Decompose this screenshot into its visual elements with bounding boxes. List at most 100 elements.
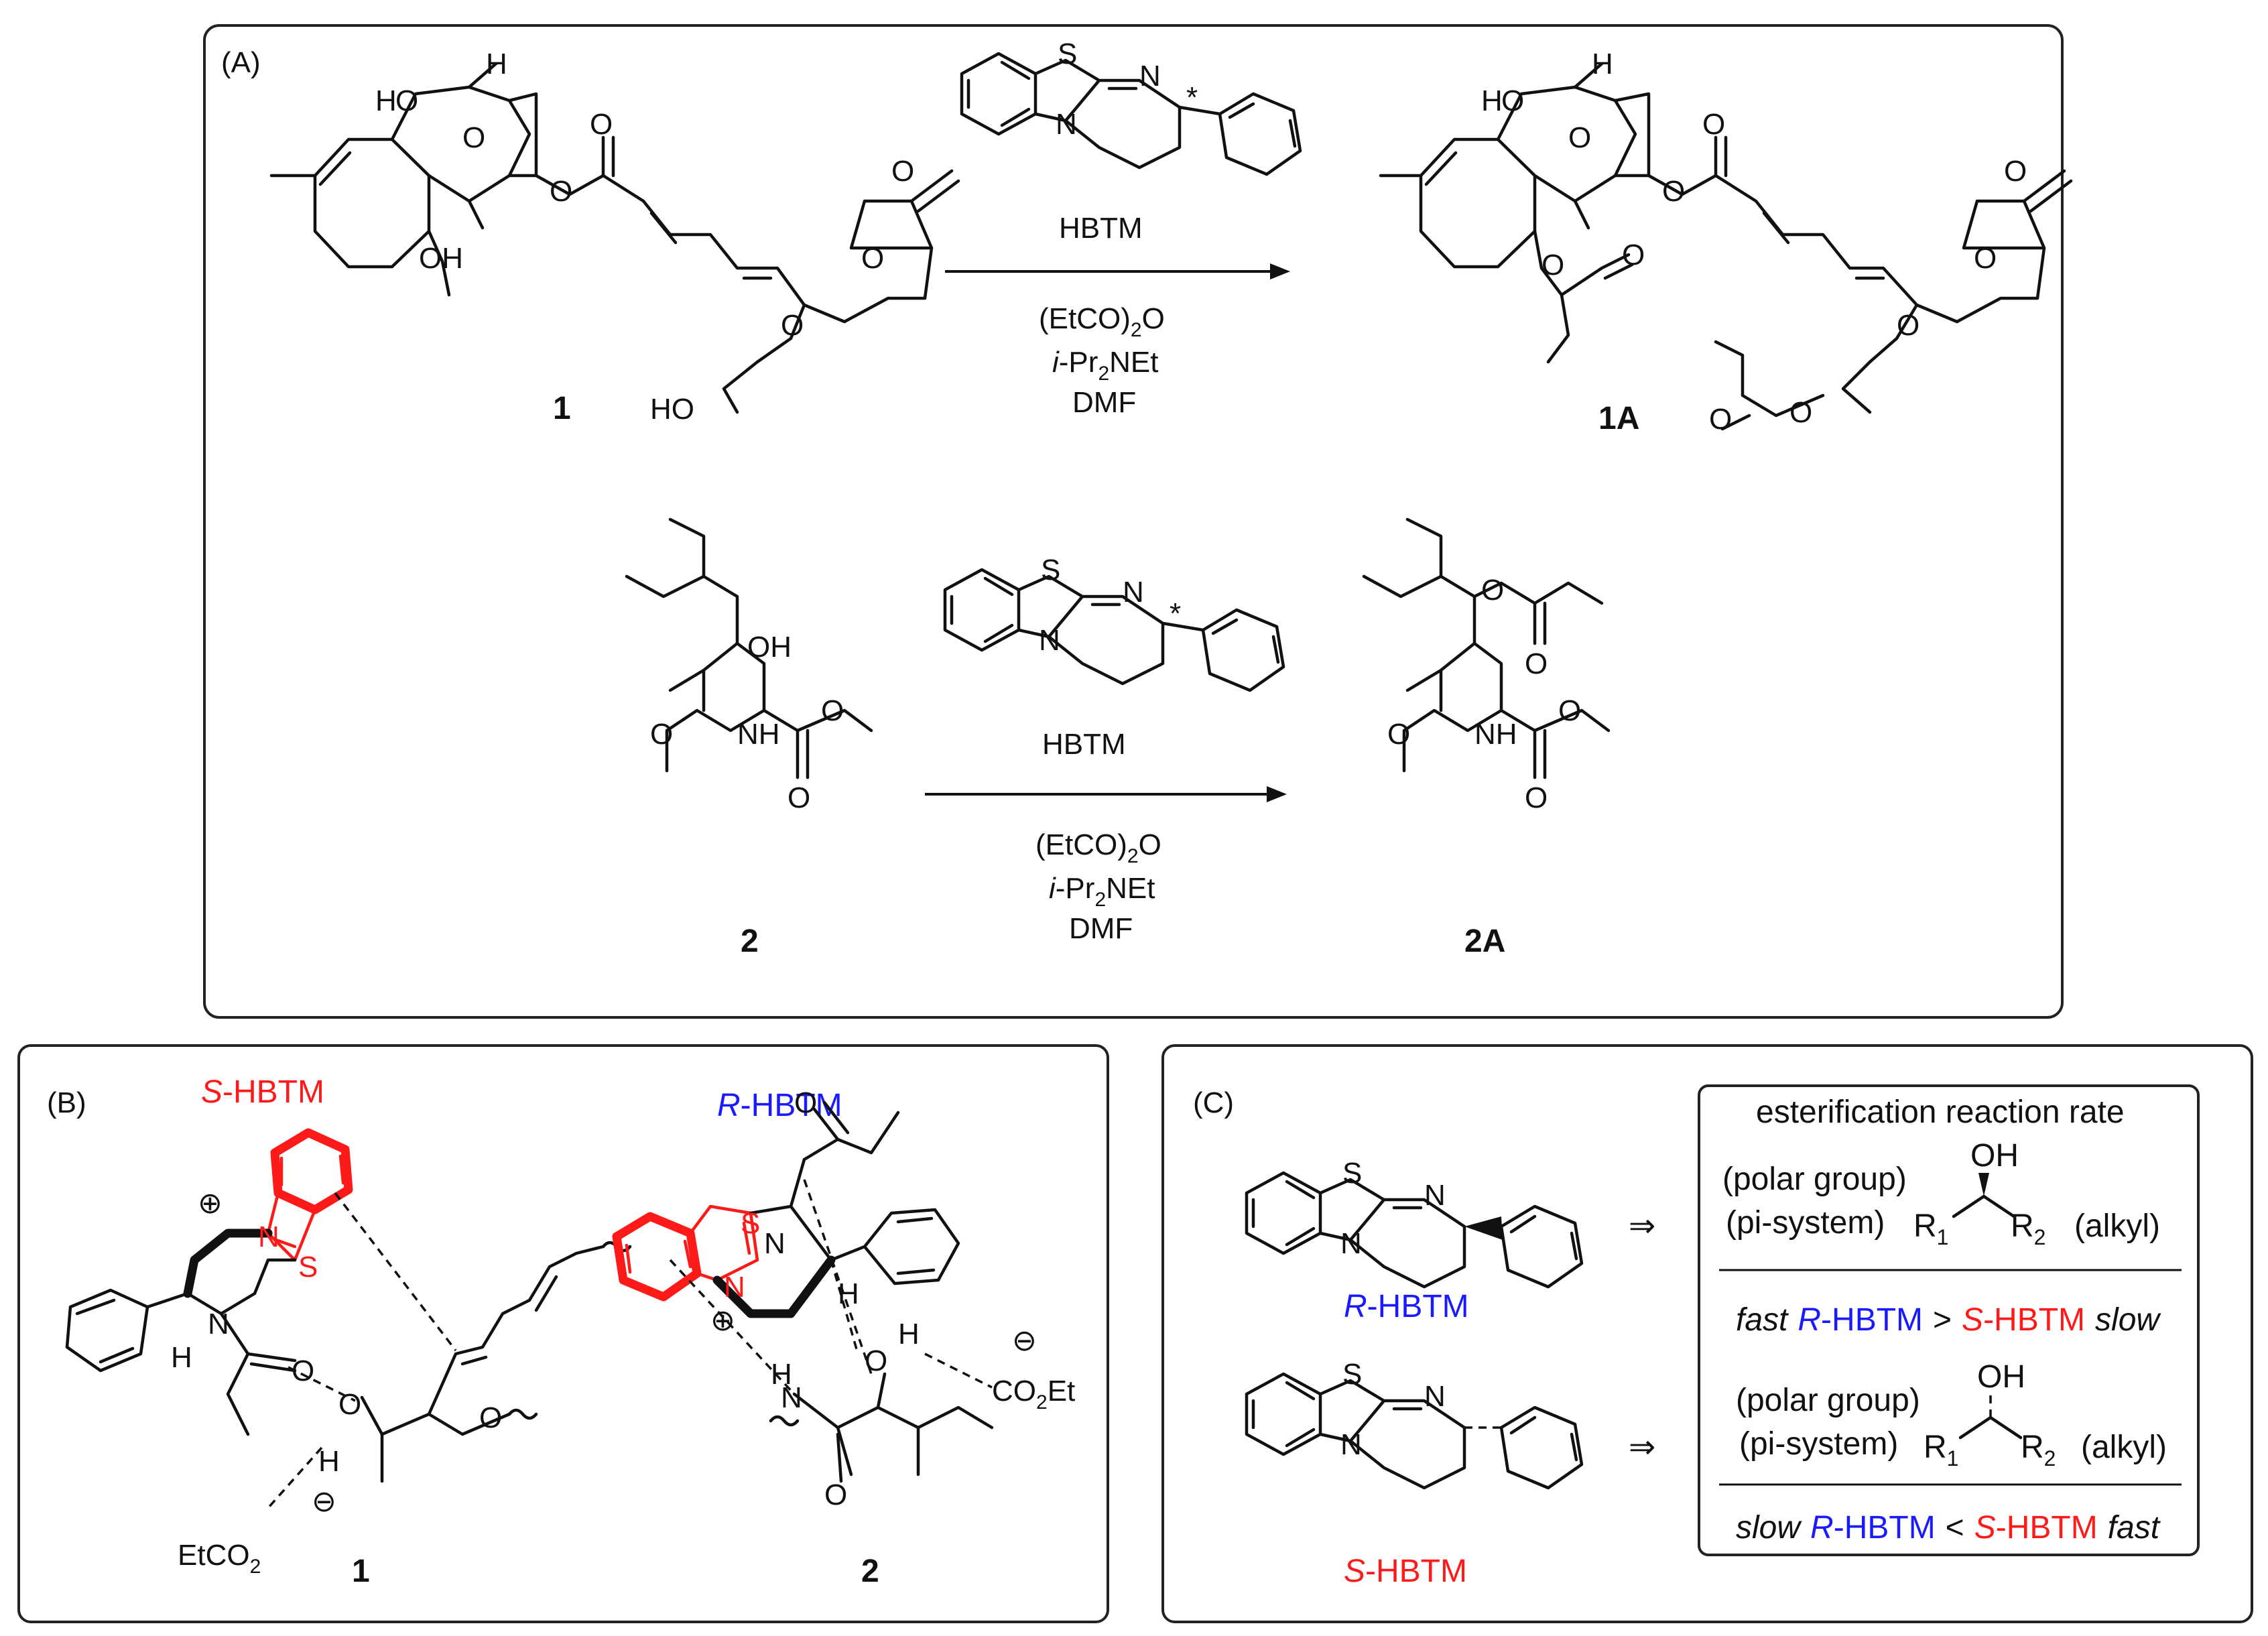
- r-hbtm-ts-nh-h: H: [771, 1358, 792, 1391]
- compound-1a-atom-o1: O: [1501, 84, 1524, 117]
- compound-1a-ether-o: O: [1897, 309, 1919, 342]
- table-row3-alcohol: [1958, 1394, 2023, 1440]
- compound-1a-ester-o1: O: [1541, 249, 1564, 281]
- s-hbtm-ts-substrate-h: H: [318, 1445, 340, 1478]
- s-hbtm-ts-charge-plus: ⊕: [198, 1187, 223, 1220]
- panel-c-s-hbtm-label: S-HBTM: [1344, 1554, 1467, 1589]
- hbtm-catalyst-middle: [943, 568, 1285, 692]
- s-hbtm-n2: N: [1340, 1428, 1362, 1461]
- table-row3-pi-system: (pi-system): [1739, 1426, 1898, 1462]
- reaction-arrow-middle-head: [1267, 786, 1287, 802]
- compound-1a-carbonyl-o: O: [2004, 155, 2027, 188]
- table-row1-polar-group: (polar group): [1722, 1161, 1907, 1197]
- compound-2a-ester-o3: O: [1558, 694, 1581, 727]
- implies-arrow-top: ⇒: [1629, 1208, 1655, 1244]
- table-row3-alkyl: (alkyl): [2081, 1430, 2167, 1465]
- r-hbtm-ts-nh-n: N: [781, 1381, 802, 1414]
- compound-2a-ester-o1: O: [1481, 574, 1504, 607]
- panel-b-compound-1-label: 1: [352, 1554, 370, 1589]
- s-hbtm-ts-substrate-o: O: [338, 1388, 361, 1421]
- compound-1-structure: [269, 62, 960, 414]
- s-hbtm-ts-charge-minus: ⊖: [312, 1485, 336, 1518]
- table-row3-polar-group: (polar group): [1736, 1383, 1920, 1418]
- panel-b-s-hbtm-label: S-HBTM: [201, 1074, 324, 1110]
- compound-1a-atom-o2: O: [1568, 121, 1591, 154]
- table-row1-r1: R1: [1913, 1208, 1948, 1249]
- catalyst-top-star: *: [1186, 81, 1198, 114]
- compound-1a-ester-o2: O: [1622, 239, 1645, 271]
- hbtm-catalyst-top: [960, 52, 1302, 176]
- catalyst-mid-star: *: [1170, 597, 1181, 630]
- table-row1-alcohol: [1952, 1173, 2016, 1218]
- compound-2-amide-o: O: [650, 718, 673, 751]
- table-row1-r2: R2: [2011, 1208, 2045, 1249]
- compound-1a-atom-h1: H: [1481, 84, 1503, 117]
- r-hbtm-ts-n-plus: N: [724, 1271, 745, 1304]
- compound-1-atom-h2: H: [486, 48, 507, 80]
- s-hbtm-structure: [1245, 1372, 1584, 1490]
- compound-1-atom-o4: O: [590, 108, 613, 141]
- reagent-top-base: i-Pr2NEt: [1052, 346, 1158, 385]
- r-hbtm-transition-state: [612, 1100, 994, 1483]
- compound-2a-nh: NH: [1474, 718, 1517, 751]
- catalyst-top-n2: N: [1056, 108, 1077, 141]
- compound-1-atom-o1: O: [395, 84, 418, 117]
- table-row1-pi-system: (pi-system): [1726, 1205, 1885, 1241]
- r-hbtm-ts-substrate-o: O: [865, 1344, 887, 1377]
- compound-1-carbonyl-o: O: [891, 155, 914, 188]
- catalyst-top-s: S: [1058, 38, 1077, 70]
- catalyst-top-n1: N: [1139, 60, 1161, 92]
- compound-2a-ester-o4: O: [1525, 781, 1548, 814]
- s-hbtm-n1: N: [1424, 1380, 1446, 1413]
- s-hbtm-ts-h: H: [171, 1341, 192, 1374]
- compound-2a-structure: [1362, 517, 1611, 779]
- s-hbtm-s: S: [1342, 1358, 1362, 1391]
- reagent-mid-anhydride: (EtCO)2O: [1035, 828, 1161, 867]
- compound-2-hydroxyl: OH: [747, 631, 792, 664]
- r-hbtm-ts-amide-o: O: [824, 1478, 847, 1511]
- s-hbtm-ts-carboxylate: EtCO2: [178, 1539, 261, 1578]
- r-hbtm-ts-s: S: [741, 1207, 760, 1240]
- compound-1-label: 1: [553, 391, 571, 426]
- compound-1a-structure: [1379, 62, 2073, 431]
- reagent-mid-solvent: DMF: [1069, 912, 1133, 945]
- r-hbtm-ts-substrate-h: H: [898, 1318, 920, 1350]
- s-hbtm-ts-n-plus: N: [258, 1220, 279, 1253]
- r-hbtm-ts-h1: H: [838, 1277, 859, 1310]
- compound-1-ho: HO: [650, 393, 694, 426]
- panel-c-r-hbtm-label: R-HBTM: [1344, 1289, 1469, 1324]
- panel-b-label: (B): [47, 1086, 86, 1119]
- compound-1a-atom-o4: O: [1702, 108, 1725, 141]
- compound-1a-atom-o3: O: [1662, 175, 1685, 208]
- compound-2-ester-o2: O: [788, 781, 810, 814]
- table-row1-oh: OH: [1970, 1138, 2019, 1174]
- s-hbtm-transition-state: [65, 1128, 632, 1509]
- panel-a-label: (A): [221, 46, 261, 79]
- compound-2-label: 2: [741, 924, 759, 959]
- compound-1-hydroxyl: OH: [419, 242, 463, 275]
- reagent-mid-base: i-Pr2NEt: [1049, 872, 1155, 911]
- compound-2-structure: [625, 517, 873, 779]
- s-hbtm-ts-s: S: [298, 1251, 318, 1283]
- r-hbtm-ts-charge-plus: ⊕: [710, 1304, 735, 1337]
- catalyst-mid-s: S: [1041, 554, 1060, 586]
- compound-1-lactone-o: O: [861, 242, 884, 275]
- compound-1-atom-o2: O: [462, 121, 485, 154]
- r-hbtm-ts-n: N: [764, 1227, 785, 1260]
- rate-table-title: esterification reaction rate: [1756, 1094, 2125, 1130]
- panel-b-compound-2-label: 2: [861, 1554, 879, 1589]
- compound-2-ester-o1: O: [821, 694, 844, 727]
- reagent-top-anhydride: (EtCO)2O: [1039, 302, 1165, 341]
- panel-b-r-hbtm-label: R-HBTM: [717, 1088, 842, 1123]
- r-hbtm-s: S: [1342, 1157, 1362, 1190]
- r-hbtm-ts-co2et: CO2Et: [992, 1375, 1075, 1413]
- compound-2a-label: 2A: [1464, 924, 1505, 959]
- reaction-arrow-top-head: [1270, 263, 1290, 279]
- catalyst-mid-n2: N: [1039, 624, 1060, 657]
- panel-b-frame: [17, 1044, 1109, 1623]
- reagent-mid-catalyst: HBTM: [1042, 728, 1126, 761]
- compound-1a-atom-h2: H: [1592, 48, 1613, 80]
- compound-1-ether-o: O: [781, 309, 804, 342]
